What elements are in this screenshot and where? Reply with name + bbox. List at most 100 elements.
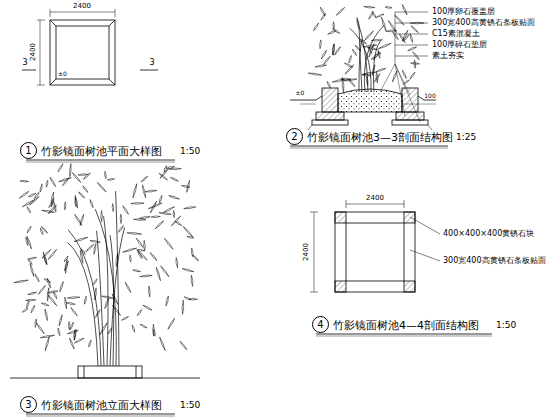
bamboo-leaf: [191, 275, 193, 286]
bamboo-leaf: [93, 279, 97, 285]
bamboo-leaf: [382, 17, 387, 31]
bamboo-leaf: [378, 43, 391, 49]
bamboo-leaf: [60, 282, 64, 292]
bamboo-leaf: [183, 226, 193, 237]
view-number: 4: [317, 320, 323, 330]
bamboo-leaf: [414, 60, 416, 68]
bamboo-leaf: [369, 44, 374, 58]
scale: 1:50: [180, 147, 200, 156]
scale: 1:50: [180, 401, 200, 410]
bamboo-stem: [116, 191, 119, 366]
bamboo-leaf: [94, 288, 96, 300]
bamboo-leaf: [308, 73, 322, 75]
bamboo-leaf: [191, 248, 193, 257]
elevation-mark: ±0: [58, 71, 67, 77]
bamboo-leaf: [169, 196, 180, 200]
bamboo-leaf: [142, 185, 145, 198]
dimension: 2400: [30, 43, 37, 61]
bamboo-leaf: [40, 335, 54, 338]
bamboo-leaf: [75, 214, 82, 225]
bamboo-leaf: [122, 317, 129, 321]
bamboo-leaf: [50, 177, 56, 186]
bamboo-leaf: [136, 238, 143, 247]
bamboo-leaf: [45, 309, 48, 320]
bamboo-leaf: [327, 81, 330, 87]
bamboo-leaf: [48, 291, 58, 293]
bamboo-leaf: [140, 324, 147, 328]
bamboo-leaf: [332, 80, 344, 83]
view-number: 1: [25, 146, 31, 156]
bamboo-leaf: [138, 251, 148, 261]
bamboo-leaf: [40, 228, 43, 235]
scale: 1:50: [496, 321, 516, 330]
bamboo-leaf: [64, 202, 66, 210]
bamboo-leaf: [411, 26, 418, 33]
bamboo-leaf: [83, 173, 90, 179]
bamboo-leaf: [14, 280, 28, 283]
bamboo-leaf: [159, 195, 161, 203]
bamboo-leaf: [74, 237, 88, 241]
bamboo-leaf: [129, 255, 131, 262]
bamboo-leaf: [75, 195, 77, 208]
bamboo-leaf: [153, 324, 155, 336]
bamboo-leaf: [368, 47, 372, 53]
bamboo-stem: [364, 25, 384, 92]
bamboo-leaf: [376, 14, 384, 17]
bamboo-leaf: [27, 226, 31, 233]
bamboo-leaf: [30, 264, 34, 277]
view-number-circle: 1: [20, 142, 37, 159]
bamboo-leaf: [63, 178, 70, 186]
bamboo-leaf: [89, 340, 91, 347]
bamboo-leaf: [83, 186, 88, 193]
bamboo-leaf: [78, 174, 88, 176]
bamboo-leaf: [58, 164, 63, 172]
bamboo-leaf: [182, 300, 184, 314]
material-note: 400×400×400黄锈石块: [443, 230, 534, 238]
bamboo-leaf: [388, 21, 397, 33]
bamboo-leaf: [27, 301, 29, 309]
bamboo-leaf: [320, 40, 322, 49]
bamboo-leaf: [118, 226, 123, 233]
view-title: 竹影镜面树池平面大样图: [41, 146, 162, 157]
bamboo-leaf: [75, 338, 85, 343]
bamboo-leaf: [166, 166, 174, 168]
bamboo-leaf: [133, 219, 145, 221]
bamboo-leaf: [402, 30, 408, 41]
bamboo-leaf: [333, 22, 335, 30]
bamboo-leaf: [333, 44, 335, 55]
bamboo-leaf: [54, 203, 56, 213]
bamboo-leaf: [58, 328, 60, 336]
bamboo-leaf: [148, 203, 162, 209]
elevation-mark: ±0: [296, 90, 305, 96]
bamboo-leaf: [19, 191, 29, 198]
bamboo-leaf: [150, 201, 156, 213]
bamboo-leaf: [97, 183, 106, 193]
bamboo-leaf: [102, 296, 114, 298]
bamboo-leaf: [35, 274, 39, 282]
bamboo-leaf: [108, 328, 112, 334]
bamboo-leaf: [90, 200, 93, 208]
view-number: 3: [25, 400, 31, 410]
bamboo-stem: [95, 209, 116, 366]
bamboo-leaf: [43, 252, 46, 265]
bamboo-leaf: [41, 303, 49, 306]
bamboo-leaf: [148, 286, 150, 297]
bamboo-leaf: [38, 285, 45, 294]
bamboo-leaf: [161, 266, 169, 277]
elevation-view: [10, 164, 200, 416]
bamboo-leaf: [105, 171, 107, 178]
bamboo-leaf: [107, 179, 114, 181]
bamboo-leaf: [403, 80, 409, 84]
bamboo-leaf: [395, 15, 404, 25]
bamboo-leaf: [67, 297, 80, 299]
bamboo-leaf: [342, 78, 344, 93]
bamboo-leaf: [402, 4, 407, 15]
bamboo-leaf: [159, 213, 171, 215]
bamboo-leaf: [150, 253, 157, 261]
bamboo-leaf: [164, 238, 173, 249]
bamboo-leaf: [352, 49, 356, 56]
bamboo-leaf: [168, 318, 175, 329]
bamboo-leaf: [187, 236, 194, 238]
bamboo-stem: [359, 28, 362, 92]
